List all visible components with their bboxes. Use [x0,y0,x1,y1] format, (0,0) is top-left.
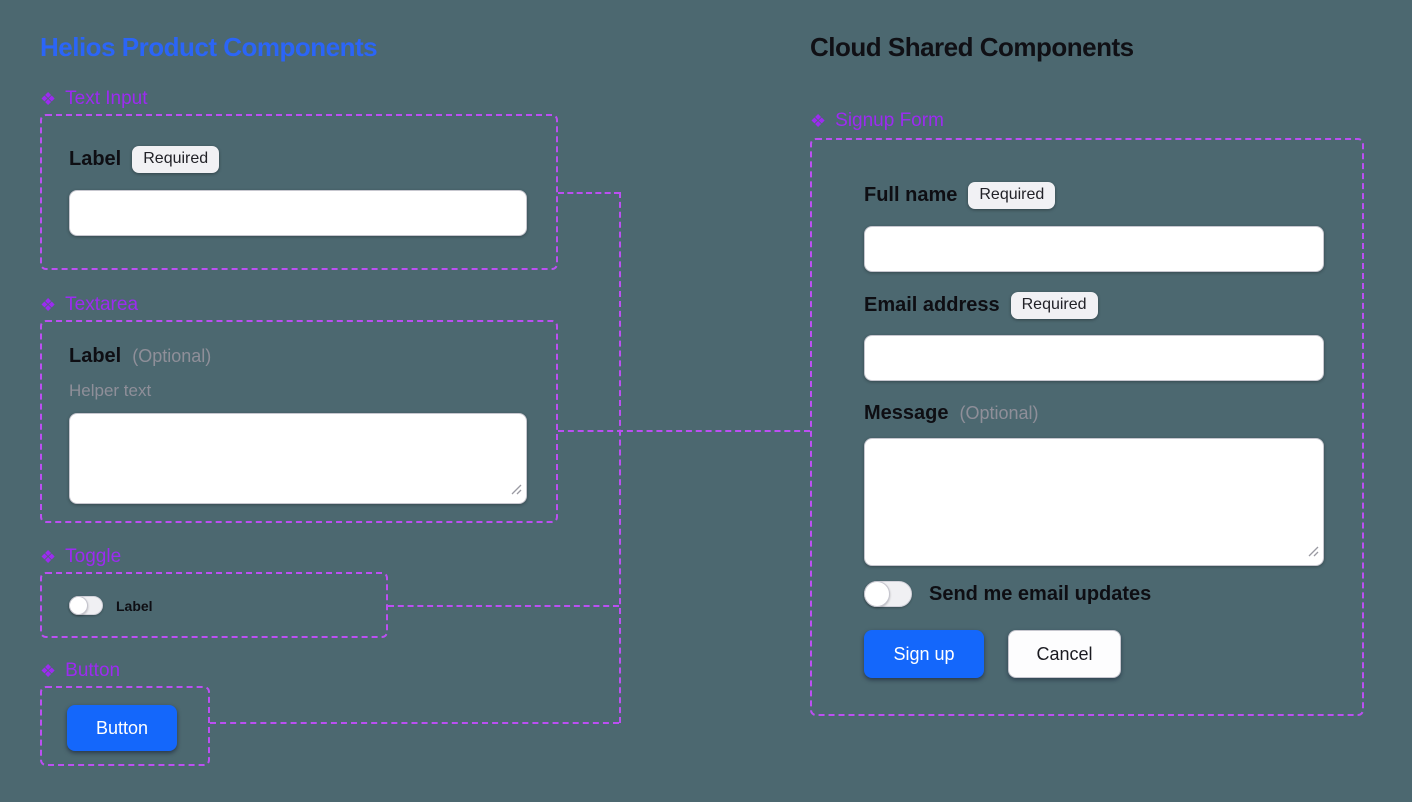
optional-hint: (Optional) [132,346,212,366]
component-label-button[interactable]: ❖ Button [40,660,120,682]
component-label-text: Signup Form [835,110,944,131]
text-input-label: Label [69,148,122,170]
email-label: Email address [864,294,1000,316]
component-diamond-icon: ❖ [810,111,827,131]
required-badge: Required [132,146,220,173]
component-diamond-icon: ❖ [40,89,57,109]
signup-form-component-frame: Full name Required Email address Require… [810,138,1364,716]
component-diamond-icon: ❖ [40,547,57,567]
component-label-signup-form[interactable]: ❖ Signup Form [810,110,944,132]
connector-toggle [388,605,619,607]
connector-trunk [619,192,621,723]
connector-textarea-to-form [558,430,810,432]
message-textarea[interactable] [864,438,1324,566]
connector-button [210,722,619,724]
toggle-label: Label [116,597,153,614]
connector-text-input [558,192,620,194]
text-input-component-frame: Label Required [40,114,558,270]
email-updates-label: Send me email updates [929,582,1152,605]
component-label-toggle[interactable]: ❖ Toggle [40,546,121,568]
toggle-component-frame: Label [40,572,388,638]
email-input[interactable] [864,335,1324,381]
toggle-knob [69,596,88,615]
optional-hint: (Optional) [959,403,1039,423]
helper-text: Helper text [69,381,152,400]
component-label-text-input[interactable]: ❖ Text Input [40,88,148,110]
required-badge: Required [968,182,1056,209]
cancel-button[interactable]: Cancel [1008,630,1121,678]
textarea-label: Label [69,345,122,367]
component-label-textarea[interactable]: ❖ Textarea [40,294,138,316]
full-name-input[interactable] [864,226,1324,272]
helios-section-title: Helios Product Components [40,32,378,62]
component-label-text: Toggle [65,546,122,567]
toggle-knob [864,581,890,607]
component-diamond-icon: ❖ [40,661,57,681]
email-updates-toggle[interactable] [864,581,912,607]
sign-up-button[interactable]: Sign up [864,630,984,678]
sample-button[interactable]: Button [67,705,177,751]
component-label-text: Button [65,660,121,681]
required-badge: Required [1010,292,1098,319]
cloud-section-title: Cloud Shared Components [810,32,1134,62]
textarea-component-frame: Label (Optional) Helper text [40,320,558,523]
textarea-field[interactable] [69,413,527,504]
component-label-text: Textarea [65,294,139,315]
toggle-switch[interactable] [69,596,103,615]
component-label-text: Text Input [65,88,148,109]
button-component-frame: Button [40,686,210,766]
full-name-label: Full name [864,184,958,206]
message-label: Message [864,402,949,424]
component-diamond-icon: ❖ [40,295,57,315]
text-input-field[interactable] [69,190,527,236]
